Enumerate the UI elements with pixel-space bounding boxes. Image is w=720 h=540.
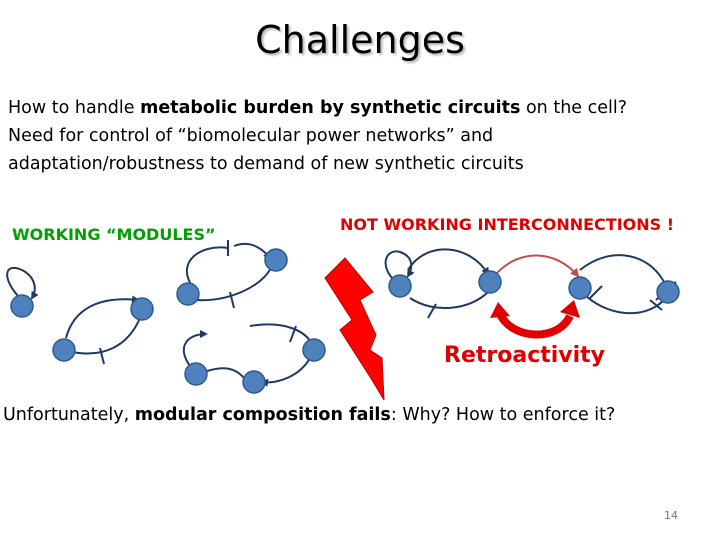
- node-a1: [10, 294, 34, 318]
- node-c2: [264, 248, 288, 272]
- node-d2: [302, 338, 326, 362]
- module-d-edge-4: [203, 367, 245, 379]
- module-c-edge-2: [233, 242, 272, 260]
- module-c-edge-1: [185, 246, 229, 287]
- node-d1: [184, 362, 208, 386]
- intro-line-3: adaptation/robustness to demand of new s…: [8, 154, 524, 174]
- intro-line-1: How to handle metabolic burden by synthe…: [8, 98, 628, 118]
- slide-title: Challenges: [255, 18, 465, 62]
- node-r2: [478, 270, 502, 294]
- module-c-edge-3: [195, 265, 273, 302]
- right-self-loop: [384, 250, 415, 283]
- module-b-edge-top: [65, 295, 140, 339]
- node-r4: [656, 280, 680, 304]
- not-working-interconnections-label: NOT WORKING INTERCONNECTIONS !: [340, 215, 675, 234]
- module-d-edge-3: [260, 357, 311, 387]
- intro-line-2: Need for control of “biomolecular power …: [8, 126, 494, 146]
- right-edge-d: [583, 293, 665, 315]
- right-edge-c: [579, 254, 667, 287]
- retroactivity-label: Retroactivity: [444, 343, 606, 368]
- retroactivity-arrow: [490, 300, 580, 339]
- module-c-inhibit-bar-2: [229, 291, 235, 309]
- module-b-edge-bottom: [71, 317, 141, 355]
- page-number: 14: [664, 509, 678, 522]
- intro-text: How to handle metabolic burden by synthe…: [8, 94, 713, 178]
- right-edge-b: [409, 291, 489, 309]
- node-c1: [176, 282, 200, 306]
- module-d-edge-1: [183, 330, 208, 367]
- node-b2: [130, 297, 154, 321]
- node-b1: [52, 338, 76, 362]
- right-edge-a: [407, 248, 490, 276]
- right-inhibit-bar-4: [589, 285, 603, 299]
- lightning-bolt: [324, 257, 385, 401]
- node-r1: [388, 274, 412, 298]
- right-inhibit-bar-3: [649, 299, 663, 311]
- module-a-self-loop: [6, 267, 39, 300]
- right-inhibit-bar-1: [427, 303, 437, 319]
- module-d-edge-2: [249, 323, 313, 345]
- working-modules-label: WORKING “MODULES”: [12, 225, 216, 244]
- node-d3: [242, 370, 266, 394]
- interconnection-link: [495, 254, 580, 278]
- conclusion-text: Unfortunately, modular composition fails…: [3, 405, 616, 425]
- module-b-inhibit-bar: [99, 347, 105, 365]
- module-d-inhibit-bar-1: [289, 325, 297, 343]
- node-r3: [568, 276, 592, 300]
